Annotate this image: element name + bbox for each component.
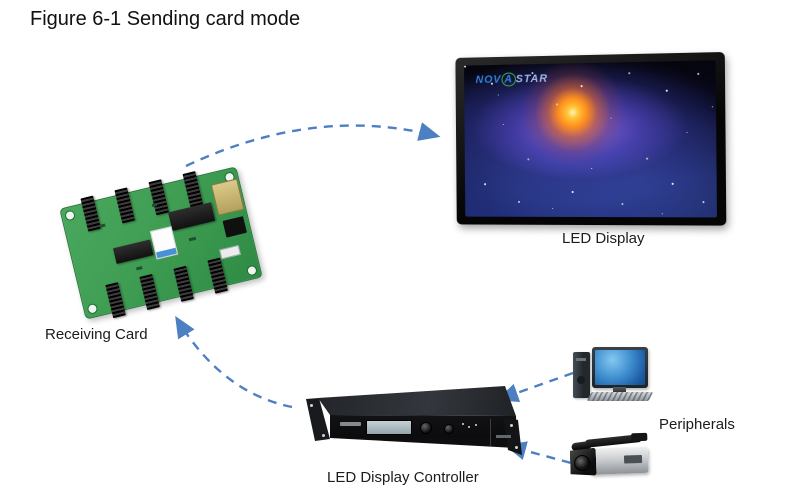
white-connector — [219, 244, 241, 260]
mounting-hole — [64, 209, 77, 222]
figure-title: Figure 6-1 Sending card mode — [30, 8, 301, 30]
rack-ear-right — [504, 417, 522, 455]
pc-monitor-screen — [595, 350, 645, 385]
led-display-controller-image — [300, 382, 528, 460]
hub-connector — [182, 171, 204, 208]
camera-body — [589, 446, 649, 475]
keyboard — [586, 392, 654, 401]
panel-divider — [490, 419, 491, 446]
receiving-card-label: Receiving Card — [45, 326, 148, 343]
screw-hole — [515, 446, 518, 449]
receiving-card-image — [59, 166, 263, 320]
smd-component — [188, 236, 197, 242]
hub-connector — [105, 282, 126, 319]
mounting-hole — [86, 302, 99, 315]
ethernet-port — [210, 178, 245, 216]
smd-component — [99, 223, 106, 228]
controller-logo — [340, 422, 361, 426]
controller-brand-tag — [496, 435, 511, 438]
control-knob — [444, 424, 454, 434]
video-camera-image — [569, 432, 655, 484]
led-display-label: LED Display — [562, 230, 645, 247]
panel-button — [475, 424, 477, 426]
pc-tower — [573, 352, 590, 398]
mounting-hole — [245, 264, 258, 277]
panel-button — [468, 426, 470, 428]
hub-connector — [139, 273, 160, 311]
led-display-controller-label: LED Display Controller — [327, 469, 479, 486]
ic-chip — [168, 202, 216, 231]
smd-component — [136, 266, 143, 271]
arrow-controller-to-card-icon — [175, 315, 293, 409]
hub-connector — [148, 179, 170, 216]
monitor-stand — [613, 387, 626, 393]
stars-decoration — [464, 65, 465, 67]
ic-chip — [112, 239, 154, 264]
hub-connector — [173, 265, 194, 302]
lcd-screen — [366, 420, 412, 435]
hub-connector — [80, 195, 101, 232]
label-sticker — [149, 226, 179, 260]
arrow-card-to-display-icon — [185, 122, 441, 168]
panel-button — [462, 423, 464, 425]
power-terminal — [222, 216, 247, 238]
screw-hole — [510, 424, 513, 427]
peripherals-label: Peripherals — [659, 416, 735, 433]
hub-connector — [207, 257, 228, 294]
hub-connector — [114, 187, 136, 224]
screw-hole — [310, 404, 313, 407]
control-knob — [420, 422, 432, 434]
camera-viewfinder — [631, 432, 648, 442]
screw-hole — [322, 434, 325, 437]
pc-monitor — [592, 347, 648, 388]
